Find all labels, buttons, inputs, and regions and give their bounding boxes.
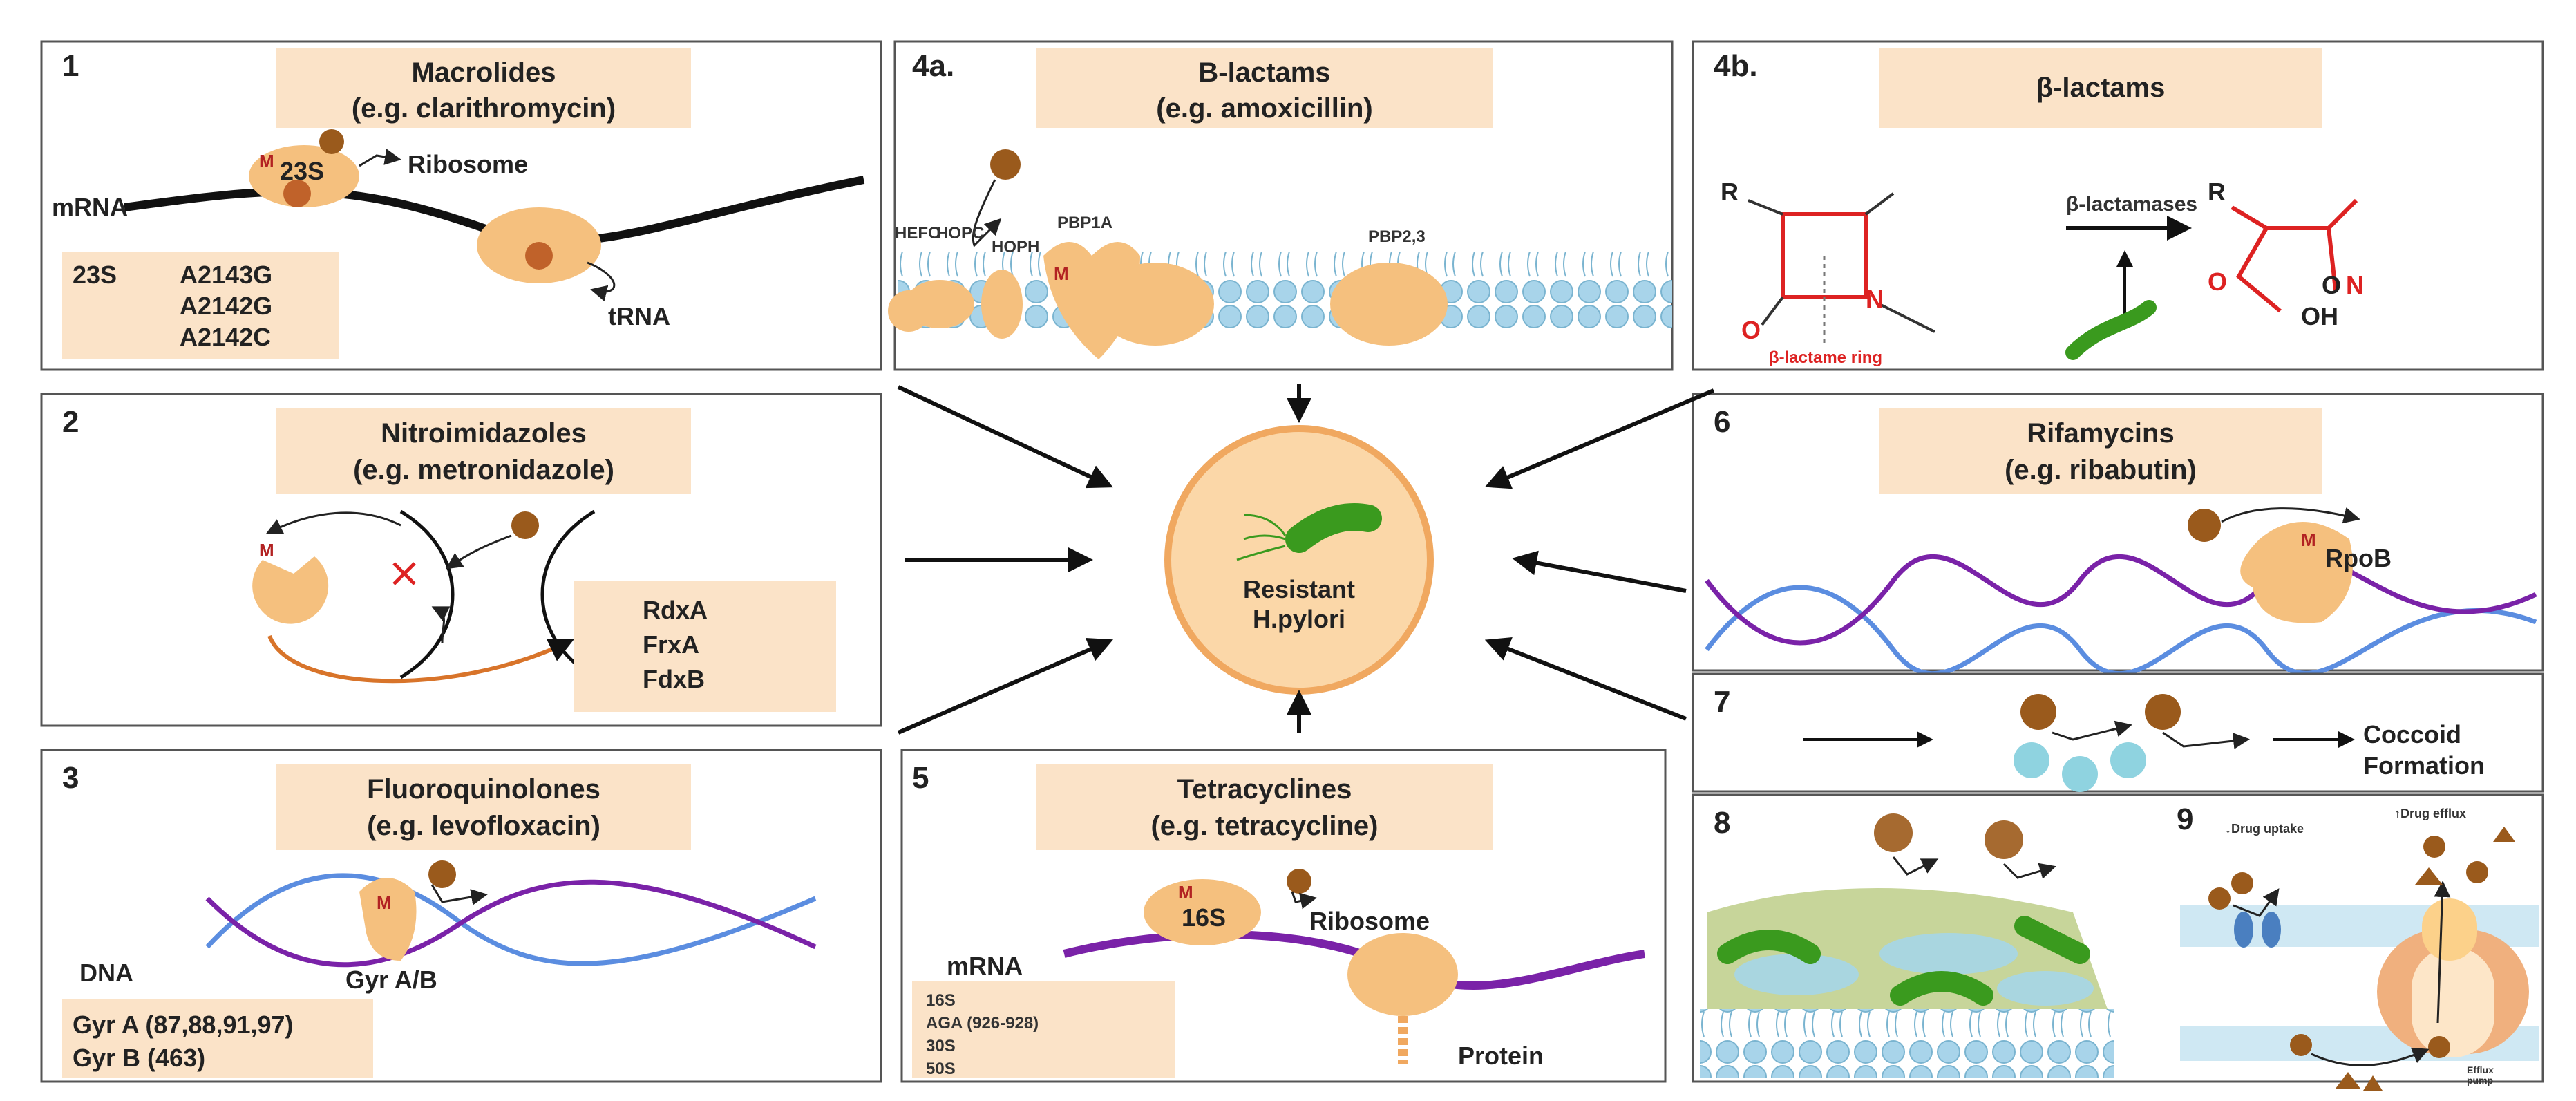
panel-subtitle: (e.g. tetracycline) (1150, 811, 1378, 841)
panel-number: 6 (1714, 405, 1730, 439)
mutation-marker: M (2301, 529, 2316, 550)
protein-label: PBP2,3 (1368, 227, 1426, 246)
r-group-label: R (1721, 178, 1739, 206)
protein-label: HOPC (936, 224, 984, 243)
mutation-item: A2143G (180, 261, 272, 289)
panel-title: Fluoroquinolones (367, 774, 600, 804)
panel-1-macrolides: 1 Macrolides (e.g. clarithromycin) M 23S… (40, 40, 882, 371)
enzyme-label: β-lactamases (2066, 193, 2197, 216)
center-label: Resistant (1243, 575, 1355, 603)
drug-uptake-label: ↓Drug uptake (2225, 822, 2304, 836)
protein-label: Protein (1458, 1042, 1544, 1070)
membrane (898, 252, 1672, 328)
nitrogen-label: N (1866, 285, 1884, 313)
center-label: H.pylori (1253, 605, 1345, 633)
mrna-label: mRNA (52, 193, 128, 221)
gene-item: 30S (926, 1037, 956, 1055)
panel-2-nitroimidazoles: 2 Nitroimidazoles (e.g. metronidazole) M… (40, 393, 882, 727)
enzyme-label: RpoB (2325, 544, 2392, 572)
mutation-marker: M (259, 540, 274, 561)
oxygen-label: O (2208, 267, 2227, 296)
ribosome-label: Ribosome (408, 150, 528, 178)
panel-subtitle: (e.g. clarithromycin) (352, 93, 616, 124)
mutation-item: A2142C (180, 323, 271, 351)
coccoid-label: Formation (2363, 751, 2485, 780)
panel-4a-b-lactams: 4a. B-lactams (e.g. amoxicillin) HEFC HO… (888, 40, 1674, 371)
panel-number: 7 (1714, 685, 1730, 719)
panel-number: 1 (62, 49, 79, 83)
panel-title: β-lactams (2036, 73, 2166, 103)
gene-item: AGA (926-928) (926, 1014, 1039, 1033)
panel-title: Rifamycins (2027, 418, 2174, 449)
gene-item: Gyr A (87,88,91,97) (73, 1010, 294, 1039)
arrows (897, 384, 1715, 735)
panel-number: 5 (912, 761, 929, 795)
gene-item: 50S (926, 1060, 956, 1078)
mutation-marker: M (1054, 263, 1069, 284)
hydroxyl-label: OH (2301, 302, 2338, 330)
panel-number: 2 (62, 405, 79, 439)
protein-label: PBP1A (1057, 214, 1112, 232)
panel-title: Nitroimidazoles (381, 418, 587, 449)
mutation-marker: M (377, 892, 392, 913)
panel-number: 4a. (912, 49, 954, 83)
panel-5-tetracyclines: 5 Tetracyclines (e.g. tetracycline) M 16… (900, 749, 1667, 1083)
panel-7-coccoid: 7 Coccoid Formation (1692, 672, 2544, 793)
panel-title: B-lactams (1198, 57, 1330, 88)
mutation-gene-label: 23S (73, 261, 117, 289)
protein-label: HEFC (895, 224, 940, 243)
bacterium-icon (1285, 503, 1382, 553)
nitrogen-label: N (2346, 271, 2364, 299)
mutation-marker: M (1178, 882, 1193, 903)
efflux-pump-label: Efflux (2467, 1064, 2494, 1075)
enzyme-label: Gyr A/B (345, 966, 437, 994)
coccoid-label: Coccoid (2363, 720, 2461, 749)
panel-subtitle: (e.g. ribabutin) (2005, 455, 2197, 485)
oxygen-label: O (1741, 316, 1761, 344)
gene-item: FrxA (643, 630, 699, 659)
panel-subtitle: (e.g. metronidazole) (353, 455, 614, 485)
drug-efflux-label: ↑Drug efflux (2394, 807, 2466, 820)
panel-number: 4b. (1714, 49, 1758, 83)
panel-4b-beta-lactams: 4b. β-lactams R O N β-lactame ring β-lac… (1692, 40, 2544, 371)
panel-number: 8 (1714, 806, 1730, 840)
gene-item: Gyr B (463) (73, 1044, 205, 1072)
ring-label: β-lactame ring (1769, 348, 1882, 367)
ribosome-subunit-label: 16S (1182, 903, 1226, 932)
gene-item: FdxB (643, 665, 705, 693)
dna-label: DNA (79, 959, 133, 987)
ribosome-subunit-label: 23S (280, 157, 324, 185)
panel-title: Macrolides (412, 57, 556, 88)
panel-subtitle: (e.g. amoxicillin) (1156, 93, 1372, 124)
ribosome-label: Ribosome (1309, 907, 1430, 935)
protein-label: HOPH (992, 238, 1039, 256)
r-group-label: R (2208, 178, 2226, 206)
panel-number: 9 (2177, 802, 2193, 836)
ribosome-shape (249, 145, 359, 207)
panel-number: 3 (62, 761, 79, 795)
panel-3-fluoroquinolones: 3 Fluoroquinolones (e.g. levofloxacin) M… (40, 749, 882, 1083)
resistant-h-pylori-center: Resistant H.pylori (1164, 425, 1434, 695)
panel-6-rifamycins: 6 Rifamycins (e.g. ribabutin) M RpoB (1692, 393, 2544, 677)
mrna-label: mRNA (947, 952, 1023, 980)
panel-9-efflux: 9 ↓Drug uptake ↑Drug efflux Efflux pump (2177, 802, 2539, 1091)
trna-label: tRNA (608, 302, 670, 330)
efflux-pump-label: pump (2467, 1075, 2493, 1086)
gene-item: 16S (926, 991, 956, 1010)
mutation-marker: M (259, 151, 274, 171)
oxygen-label: O (2322, 271, 2341, 299)
panel-title: Tetracyclines (1177, 774, 1352, 804)
panel-subtitle: (e.g. levofloxacin) (367, 811, 600, 841)
gene-item: RdxA (643, 596, 708, 624)
mutation-item: A2142G (180, 292, 272, 320)
